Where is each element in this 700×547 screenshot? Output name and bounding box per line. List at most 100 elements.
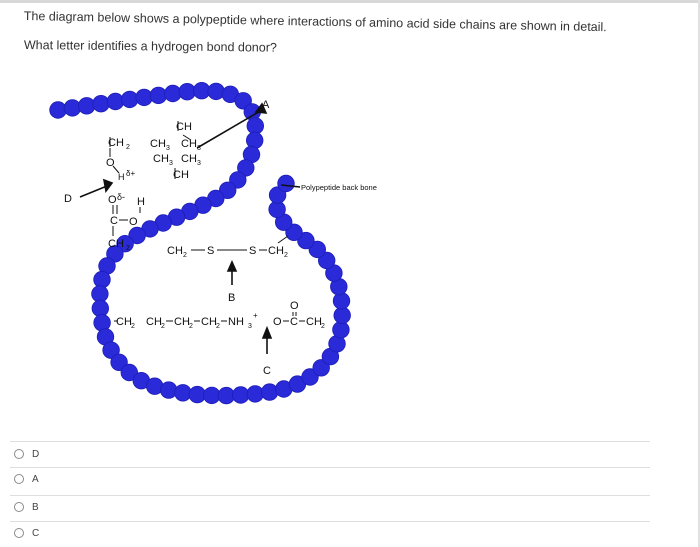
backbone-bead — [237, 159, 255, 177]
svg-text:3: 3 — [197, 160, 201, 167]
label-d: D — [64, 193, 72, 205]
label-a: A — [262, 99, 270, 111]
chem-lys-1: CH — [116, 316, 132, 328]
top-border — [0, 0, 700, 3]
chem-c-ion: C — [290, 316, 298, 328]
chem-h-delta: H — [118, 172, 125, 182]
backbone-bead — [332, 292, 351, 310]
chem-o-delta: O — [108, 194, 117, 206]
arrow-a-line — [196, 109, 263, 149]
radio-button[interactable] — [14, 502, 24, 512]
chem-ch2-2: CH — [108, 238, 124, 250]
svg-text:2: 2 — [321, 323, 325, 330]
option-c[interactable]: C — [14, 523, 39, 543]
svg-text:2: 2 — [126, 245, 130, 252]
arrow-d-line — [79, 185, 108, 198]
chem-delta-minus: δ- — [117, 192, 125, 202]
backbone-bead — [159, 381, 178, 399]
backbone-bead — [93, 270, 111, 289]
svg-text:2: 2 — [183, 252, 187, 259]
chem-ch2-s: CH — [167, 245, 183, 257]
option-d[interactable]: D — [14, 444, 39, 464]
backbone-bead — [102, 341, 120, 359]
arrow-d-head — [102, 178, 114, 193]
option-separator — [10, 441, 650, 442]
svg-text:2: 2 — [189, 323, 193, 330]
backbone-bead — [92, 94, 110, 113]
radio-button[interactable] — [14, 528, 24, 538]
backbone-bead — [218, 181, 237, 200]
chem-lys-4: CH — [201, 316, 217, 328]
side-chain-chemistry: CH CH 2 CH 3 CH 3 CH 3 CH 3 CH O H δ+ O … — [106, 121, 325, 330]
backbone-bead — [164, 84, 182, 103]
backbone-bead — [149, 86, 168, 105]
backbone-bead — [174, 384, 192, 402]
svg-text:2: 2 — [161, 323, 165, 330]
chem-ch3-3: CH — [153, 153, 169, 165]
chem-nh3: NH — [228, 316, 244, 328]
backbone-bead — [231, 386, 250, 404]
arrow-c-head — [261, 325, 273, 339]
option-separator — [10, 495, 650, 496]
chem-c: C — [110, 215, 118, 227]
svg-text:2: 2 — [284, 252, 288, 259]
backbone-bead — [91, 299, 110, 318]
letter-labels: A D B C Polypeptide back bone — [64, 99, 377, 377]
svg-text:3: 3 — [248, 323, 252, 330]
backbone-bead — [188, 385, 207, 404]
arrow-b-head — [226, 260, 238, 272]
chem-ch3-2: CH — [181, 138, 197, 150]
svg-text:3: 3 — [166, 145, 170, 152]
backbone-bead — [178, 82, 196, 101]
chem-lys-2: CH — [146, 316, 162, 328]
radio-button[interactable] — [14, 474, 24, 484]
svg-text:2: 2 — [126, 144, 130, 151]
chem-plus: + — [253, 311, 258, 320]
chem-ch2-s2: CH — [268, 245, 284, 257]
chem-ch2-end: CH — [306, 316, 322, 328]
chem-ch2-1: CH — [108, 137, 124, 149]
chem-lys-3: CH — [174, 316, 190, 328]
radio-button[interactable] — [14, 449, 24, 459]
chem-h-below: H — [137, 196, 145, 208]
backbone-bead — [277, 174, 295, 193]
svg-text:3: 3 — [169, 160, 173, 167]
chem-ch-top: CH — [176, 121, 192, 133]
chem-o-ion-top: O — [290, 300, 299, 312]
backbone-bead — [297, 231, 315, 250]
chem-s2: S — [249, 245, 256, 257]
backbone-pointer — [280, 184, 301, 188]
svg-text:2: 2 — [216, 323, 220, 330]
chem-ch3-1: CH — [150, 138, 166, 150]
option-label: C — [32, 527, 40, 539]
pointer-arrows — [79, 102, 301, 354]
backbone-bead — [106, 245, 124, 263]
polypeptide-diagram: A D B C Polypeptide back bone CH CH 2 CH… — [49, 81, 377, 405]
backbone-bead — [260, 383, 279, 401]
arrow-a-head — [254, 102, 268, 114]
backbone-bead — [333, 306, 351, 325]
chem-ch-mid: CH — [173, 169, 189, 181]
chem-delta-plus: δ+ — [126, 169, 135, 178]
right-border — [698, 0, 700, 547]
backbone-bead — [106, 92, 125, 111]
option-label: A — [32, 473, 39, 485]
backbone-bead — [135, 88, 153, 107]
backbone-bead — [120, 90, 139, 109]
chem-o-ion: O — [273, 316, 282, 328]
option-a[interactable]: A — [14, 469, 39, 489]
backbone-bead — [318, 251, 336, 270]
backbone-bead — [77, 97, 96, 115]
backbone-bead — [207, 82, 225, 101]
svg-text:3: 3 — [197, 145, 201, 152]
backbone-bead — [49, 101, 67, 119]
backbone-bead — [246, 385, 264, 403]
backbone-bead — [63, 99, 82, 117]
backbone-label: Polypeptide back bone — [301, 183, 377, 192]
backbone-bead — [128, 226, 146, 245]
backbone-bead — [246, 117, 265, 135]
chem-o-top: O — [106, 157, 115, 169]
option-separator — [10, 521, 650, 522]
option-b[interactable]: B — [14, 497, 39, 517]
label-b: B — [228, 292, 235, 304]
